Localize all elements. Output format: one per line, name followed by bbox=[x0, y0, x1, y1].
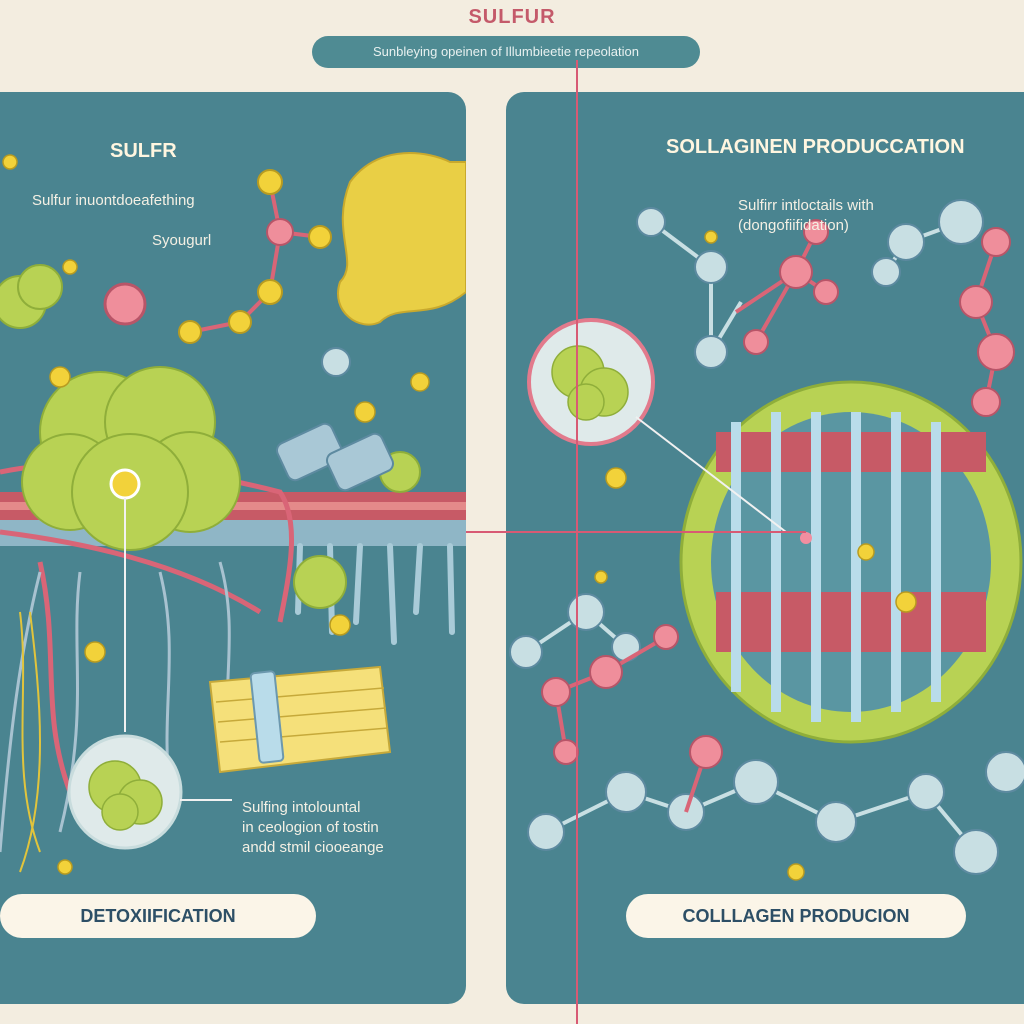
collagen-label: COLLLAGEN PRODUCION bbox=[626, 894, 966, 938]
panel-connector bbox=[466, 531, 806, 533]
detoxification-label: DETOXIIFICATION bbox=[0, 894, 316, 938]
collagen-fibers bbox=[731, 412, 941, 722]
sulfur-atom-center bbox=[109, 468, 141, 500]
right-heading: SOLLAGINEN PRODUCCATION bbox=[666, 136, 965, 158]
left-label-2: Syougurl bbox=[152, 232, 212, 249]
sulfur-dots bbox=[2, 154, 430, 875]
green-cluster-large bbox=[21, 366, 241, 551]
collagen-panel: SOLLAGINEN PRODUCCATION Sulfirr intlocta… bbox=[506, 92, 1024, 1004]
diagram-title: SULFUR bbox=[468, 6, 556, 28]
center-divider bbox=[576, 60, 578, 1024]
sulfur-pink-atom bbox=[103, 282, 147, 326]
cylinder-shapes bbox=[275, 347, 395, 492]
sulfur-dots-right bbox=[594, 230, 917, 881]
sulfur-blob bbox=[337, 152, 466, 326]
lipid-stack bbox=[208, 665, 392, 774]
membrane-tails bbox=[295, 543, 455, 645]
left-caption: Sulfing intolountal in ceologion of tost… bbox=[242, 799, 384, 856]
detoxification-illustration bbox=[0, 152, 466, 875]
molecule-left-top bbox=[178, 169, 332, 344]
collagen-illustration bbox=[509, 199, 1024, 881]
subtitle-banner: Sunbleying opeinen of Illumbieetie repeo… bbox=[312, 36, 700, 68]
detoxification-panel: SULFR Sulfur inuontdoeafething Syougurl … bbox=[0, 92, 466, 1004]
molecule-atoms-red bbox=[541, 219, 1015, 769]
left-heading: SULFR bbox=[110, 140, 177, 162]
left-label-1: Sulfur inuontdoeafething bbox=[32, 192, 195, 209]
yellow-fibers bbox=[19, 611, 41, 873]
right-caption: Sulfirr intloctails with (dongofiifidati… bbox=[738, 197, 874, 234]
